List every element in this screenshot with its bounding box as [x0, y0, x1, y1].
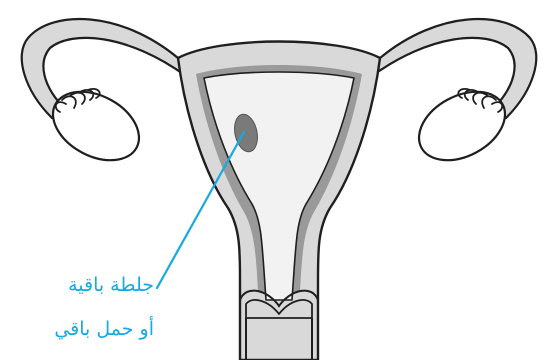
annotation-label-line2: أو حمل باقي: [54, 320, 154, 339]
right-ovary: [407, 78, 516, 174]
left-ovary: [41, 78, 150, 174]
annotation-label-line1: جلطة باقية: [68, 276, 154, 295]
